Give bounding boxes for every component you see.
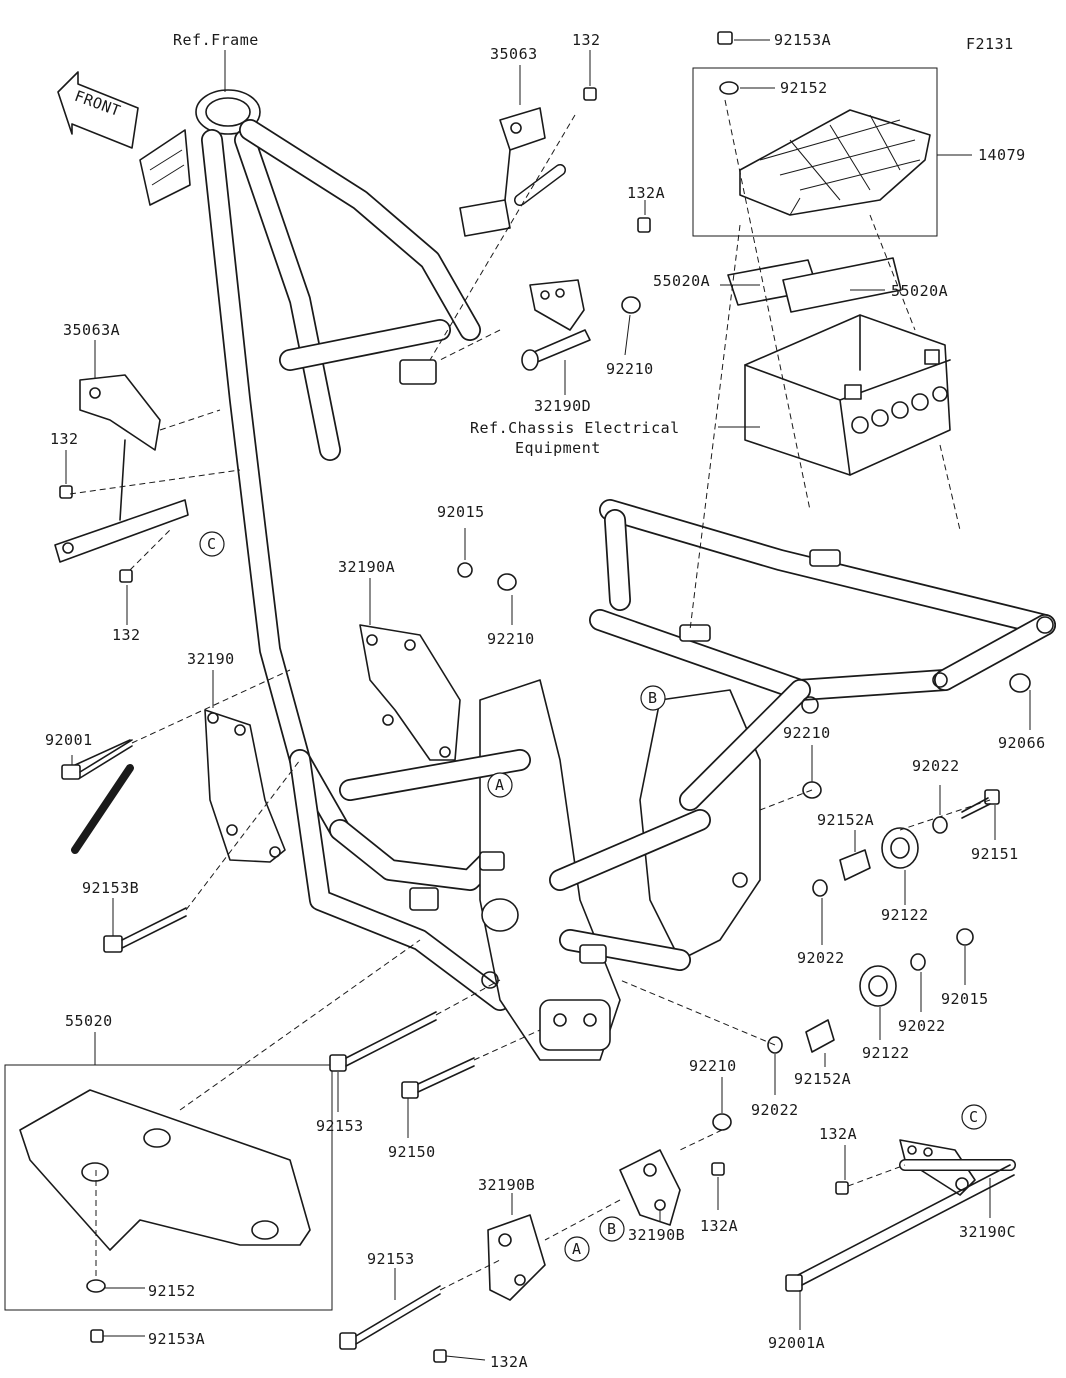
label-32190D: 32190D	[534, 397, 591, 415]
label-14079: 14079	[978, 146, 1026, 164]
callout-markers: C B A C B A	[199, 531, 987, 1262]
main-frame	[139, 89, 1056, 1061]
bracket-32190B-a	[487, 1214, 546, 1301]
label-35063: 35063	[490, 45, 538, 63]
label-92150: 92150	[388, 1143, 436, 1161]
label-132-left2: 132	[112, 626, 141, 644]
front-arrow-icon: FRONT	[57, 71, 139, 149]
label-92122-b: 92122	[862, 1044, 910, 1062]
label-92022-d: 92022	[751, 1101, 799, 1119]
label-32190A: 32190A	[338, 558, 395, 576]
bracket-32190C	[899, 1139, 1016, 1196]
bracket-35063	[459, 107, 566, 237]
label-92152A-a: 92152A	[817, 811, 874, 829]
label-92152-top: 92152	[780, 79, 828, 97]
label-55020A-left: 55020A	[653, 272, 710, 290]
diagram-code: F2131	[966, 35, 1014, 53]
label-92015-a: 92015	[437, 503, 485, 521]
label-92151: 92151	[971, 845, 1019, 863]
label-92015-b: 92015	[941, 990, 989, 1008]
label-92001: 92001	[45, 731, 93, 749]
ref-chassis-line1: Ref.Chassis Electrical	[470, 419, 680, 437]
label-55020: 55020	[65, 1012, 113, 1030]
label-92153A-b: 92153A	[148, 1330, 205, 1348]
callout-a-frame: A	[495, 776, 505, 794]
label-92022-c: 92022	[898, 1017, 946, 1035]
label-92152A-b: 92152A	[794, 1070, 851, 1088]
label-92022-a: 92022	[912, 757, 960, 775]
bracket-32190A	[359, 624, 461, 761]
ref-frame-label: Ref.Frame	[173, 31, 259, 49]
callout-c-left: C	[207, 535, 217, 553]
bracket-35063A	[54, 374, 189, 563]
label-92153-b: 92153	[367, 1250, 415, 1268]
label-92210-b: 92210	[487, 630, 535, 648]
label-132-left: 132	[50, 430, 79, 448]
label-35063A: 35063A	[63, 321, 120, 339]
bracket-32190B-b	[619, 1149, 681, 1226]
callout-b-frame: B	[648, 689, 658, 707]
label-92210-c: 92210	[783, 724, 831, 742]
part-labels: F2131 Ref.Frame Ref.Chassis Electrical E…	[45, 31, 1046, 1371]
label-32190B-b: 32190B	[628, 1226, 685, 1244]
skid-plate-55020	[4, 1064, 333, 1311]
label-132A-d: 132A	[700, 1217, 738, 1235]
battery-part	[744, 314, 951, 476]
label-92066: 92066	[998, 734, 1046, 752]
label-32190: 32190	[187, 650, 235, 668]
label-92153-a: 92153	[316, 1117, 364, 1135]
ref-chassis-line2: Equipment	[515, 439, 601, 457]
callout-c-right: C	[969, 1108, 979, 1126]
label-92122-a: 92122	[881, 906, 929, 924]
label-55020A-right: 55020A	[891, 282, 948, 300]
label-92153A-top: 92153A	[774, 31, 831, 49]
fasteners	[59, 31, 1031, 1363]
label-92153B: 92153B	[82, 879, 139, 897]
label-32190B-a: 32190B	[478, 1176, 535, 1194]
label-92210-d: 92210	[689, 1057, 737, 1075]
battery-pads	[727, 257, 902, 313]
callout-b-bracket: B	[607, 1220, 617, 1238]
callout-a-bracket: A	[572, 1240, 582, 1258]
battery-case-part	[692, 67, 938, 237]
label-92022-b: 92022	[797, 949, 845, 967]
bracket-32190D	[521, 279, 591, 371]
label-92210-a: 92210	[606, 360, 654, 378]
leader-lines	[65, 39, 1031, 1361]
label-132A-c: 132A	[819, 1125, 857, 1143]
bracket-32190	[204, 709, 286, 863]
label-92152-b: 92152	[148, 1282, 196, 1300]
label-132-top: 132	[572, 31, 601, 49]
label-132A-e: 132A	[490, 1353, 528, 1371]
label-132A-top: 132A	[627, 184, 665, 202]
label-32190C: 32190C	[959, 1223, 1016, 1241]
label-92001A: 92001A	[768, 1334, 825, 1352]
